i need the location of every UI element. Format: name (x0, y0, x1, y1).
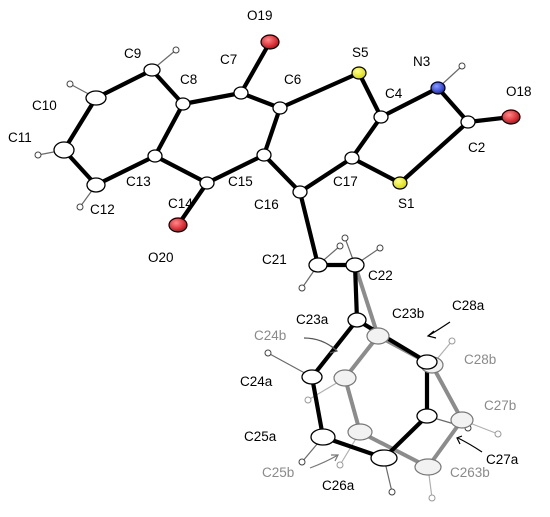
sulfur-s5 (351, 66, 367, 80)
label-arrows (303, 321, 483, 469)
label-c263b: C263b (450, 465, 490, 480)
oxygen-o20 (168, 217, 188, 233)
label-c7: C7 (220, 52, 237, 67)
label-c4: C4 (385, 86, 403, 101)
label-o20: O20 (148, 250, 174, 265)
label-c10: C10 (32, 98, 57, 113)
label-s1: S1 (398, 196, 415, 211)
sulfur-s1 (392, 176, 408, 190)
label-c14: C14 (168, 196, 193, 211)
oxygen-o18 (501, 109, 521, 125)
label-s5: S5 (352, 45, 369, 60)
label-o18: O18 (506, 84, 532, 99)
label-c17: C17 (333, 174, 358, 189)
label-c24b: C24b (254, 328, 286, 343)
label-c2: C2 (468, 140, 485, 155)
carbon-atoms (53, 63, 476, 467)
label-c28a: C28a (452, 298, 485, 313)
label-c25b: C25b (262, 465, 294, 480)
label-c23a: C23a (296, 312, 329, 327)
label-c12: C12 (90, 202, 115, 217)
label-c22: C22 (368, 268, 393, 283)
label-c26a: C26a (322, 478, 355, 493)
heteroatoms (168, 34, 521, 233)
oxygen-o19 (260, 34, 280, 50)
label-c16: C16 (254, 197, 279, 212)
label-c15: C15 (228, 174, 253, 189)
label-c23b: C23b (392, 306, 424, 321)
label-c24a: C24a (240, 374, 273, 389)
nitrogen-n3 (430, 81, 446, 95)
label-c28b: C28b (464, 352, 496, 367)
label-n3: N3 (413, 54, 430, 69)
label-c6: C6 (284, 72, 301, 87)
label-c25a: C25a (244, 429, 277, 444)
bonds (61, 39, 514, 461)
atom-labels: O19 C9 C7 S5 N3 O18 C8 C6 C4 C10 C2 C11 … (8, 8, 532, 493)
label-c9: C9 (124, 46, 141, 61)
label-c27a: C27a (486, 452, 519, 467)
label-o19: O19 (247, 8, 273, 23)
hydrogen-atoms (34, 46, 502, 502)
label-c27b: C27b (484, 398, 516, 413)
label-c13: C13 (126, 174, 151, 189)
label-c11: C11 (8, 130, 32, 145)
label-c8: C8 (180, 72, 197, 87)
label-c21: C21 (262, 252, 287, 267)
